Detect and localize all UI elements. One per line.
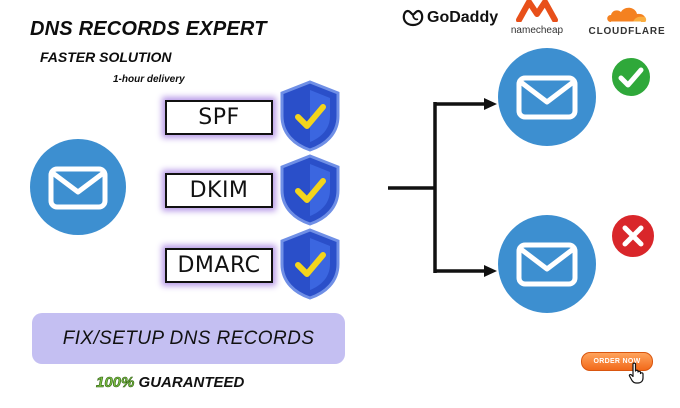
page-subtitle: FASTER SOLUTION [40, 49, 172, 65]
guarantee-percent: 100% [96, 374, 135, 392]
shield-check-icon [280, 228, 340, 300]
delivery-note: 1-hour delivery [113, 74, 185, 85]
branch-arrows [388, 98, 497, 277]
cloudflare-wordmark: CLOUDFLARE [588, 26, 666, 37]
godaddy-logo: GoDaddy [402, 9, 498, 27]
record-dkim: DKIM [165, 173, 273, 208]
page-title: DNS RECORDS EXPERT [30, 18, 267, 40]
shield-check-icon [280, 154, 340, 226]
cloudflare-icon [607, 7, 647, 23]
guarantee-line: 100% GUARANTEED [96, 374, 245, 392]
godaddy-wordmark: GoDaddy [427, 9, 499, 26]
pointer-cursor-icon [628, 362, 644, 384]
namecheap-wordmark: namecheap [510, 25, 564, 36]
namecheap-icon [516, 0, 558, 23]
record-spf: SPF [165, 100, 273, 135]
fix-setup-banner: FIX/SETUP DNS RECORDS [32, 313, 345, 364]
mail-circle-icon [498, 215, 596, 313]
cloudflare-logo: CLOUDFLARE [582, 4, 672, 37]
mail-circle-icon [30, 139, 126, 235]
shield-check-icon [280, 80, 340, 152]
godaddy-icon [402, 9, 424, 27]
record-dmarc: DMARC [165, 248, 273, 283]
guarantee-label: GUARANTEED [138, 374, 245, 391]
mail-circle-icon [498, 48, 596, 146]
namecheap-logo: namecheap [506, 0, 568, 36]
x-circle-icon [610, 213, 656, 259]
check-circle-icon [610, 56, 652, 98]
